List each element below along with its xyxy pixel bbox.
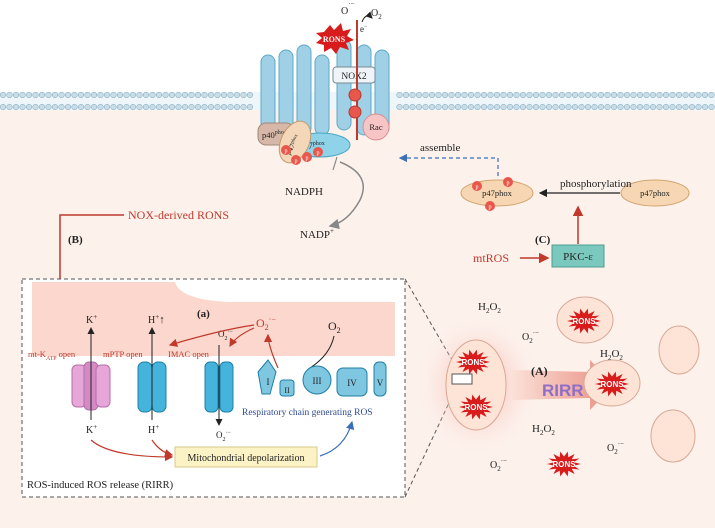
electron-top: e−	[360, 24, 368, 34]
nadph-label: NADPH	[285, 186, 323, 198]
label-b: (B)	[68, 234, 83, 246]
rons-burst-label: RONS	[552, 460, 576, 469]
mtros-label: mtROS	[473, 251, 509, 265]
pkc-label: PKC-ε	[563, 251, 593, 263]
resp-chain-label: Respiratory chain generating ROS	[242, 408, 373, 418]
imac-label: IMAC open	[168, 349, 210, 359]
svg-text:p: p	[507, 181, 510, 187]
superoxide-imac-top: O2·−	[218, 329, 233, 342]
zoom-line-top	[404, 278, 456, 366]
svg-text:p: p	[476, 185, 479, 191]
rons-burst-label: RONS	[572, 317, 596, 326]
rirr-caption: ROS-induced ROS release (RIRR)	[27, 480, 174, 491]
h-bottom: H+	[148, 423, 159, 436]
superoxide-right-3: O2·−	[607, 440, 624, 456]
rons-burst: RONS	[459, 394, 493, 420]
k-bottom: K+	[86, 423, 97, 436]
mptp-label: mPTP open	[103, 349, 143, 359]
nox2-label: NOX2	[341, 72, 367, 82]
top-rons-label: RONS	[323, 35, 346, 44]
depolarization-box	[174, 446, 318, 468]
rons-burst: RONS	[567, 308, 601, 334]
k-top: K+	[86, 313, 97, 326]
mptp-channel	[137, 361, 167, 413]
oxygen-top: O2	[371, 8, 382, 21]
nox-derived-label: NOX-derived RONS	[128, 208, 229, 222]
svg-text:p: p	[295, 159, 298, 165]
label-a-small: (a)	[197, 308, 210, 320]
svg-text:I: I	[267, 377, 270, 387]
assemble-label: assemble	[420, 142, 460, 154]
h2o2-3: H2O2	[532, 423, 555, 437]
h2o2-1: H2O2	[478, 301, 501, 315]
rac-subunit	[362, 113, 390, 141]
label-c: (C)	[535, 234, 551, 246]
zoom-marker	[451, 373, 473, 385]
assemble-arrow	[398, 153, 499, 176]
rons-burst: RONS	[595, 371, 629, 397]
oxygen-rirr: O2	[328, 319, 341, 335]
svg-text:p: p	[306, 156, 309, 162]
pkc-box	[551, 244, 605, 268]
superoxide-right-2: O2·−	[490, 457, 507, 473]
svg-text:III: III	[313, 376, 322, 386]
respiratory-chain: I II III IV V	[257, 359, 387, 397]
p47phox-unphosphorylated	[620, 179, 690, 207]
nox2-complex: NOX2 p67phox Rac p40phox p47phox p p p p	[257, 20, 390, 165]
imac-channel	[204, 361, 234, 413]
depolarization-label: Mitochondrial depolarization	[188, 453, 305, 464]
svg-text:V: V	[377, 378, 384, 388]
superoxide-top: O·−	[341, 0, 355, 17]
rons-burst-label: RONS	[464, 403, 488, 412]
svg-text:II: II	[284, 386, 290, 395]
svg-text:p: p	[317, 151, 320, 157]
rirr-label: RIRR	[542, 381, 584, 400]
h-top: H+↑	[148, 313, 165, 326]
p47phox-left-label: p47phox	[482, 188, 513, 198]
superoxide-right-1: O2·−	[522, 329, 539, 345]
phosphorylation-label: phosphorylation	[560, 178, 632, 190]
mito-right-3	[650, 409, 696, 463]
rons-bursts: RONS RONS RONS RONS RONS	[456, 308, 629, 477]
superoxide-rirr: O2·−	[256, 315, 276, 332]
h2o2-2: H2O2	[600, 348, 623, 362]
svg-text:IV: IV	[347, 378, 357, 388]
label-a-big: (A)	[531, 364, 548, 378]
superoxide-imac-bottom: O2·−	[216, 430, 231, 443]
nadph-arrow	[328, 161, 364, 230]
svg-text:p40phox: p40phox	[262, 130, 287, 140]
rons-burst-label: RONS	[600, 380, 624, 389]
nadp-label: NADP+	[300, 227, 334, 241]
rons-burst: RONS	[456, 349, 490, 375]
inner-membrane-zone	[32, 282, 395, 356]
mito-right-4	[658, 325, 700, 375]
rons-burst: RONS	[547, 451, 581, 477]
svg-text:p: p	[489, 205, 492, 211]
svg-text:p: p	[285, 149, 288, 155]
top-rons-burst: RONS	[316, 23, 354, 54]
p47phox-right-label: p47phox	[640, 188, 671, 198]
rons-burst-label: RONS	[461, 358, 485, 367]
nox2-label-box	[332, 66, 376, 84]
rac-label: Rac	[369, 122, 382, 132]
